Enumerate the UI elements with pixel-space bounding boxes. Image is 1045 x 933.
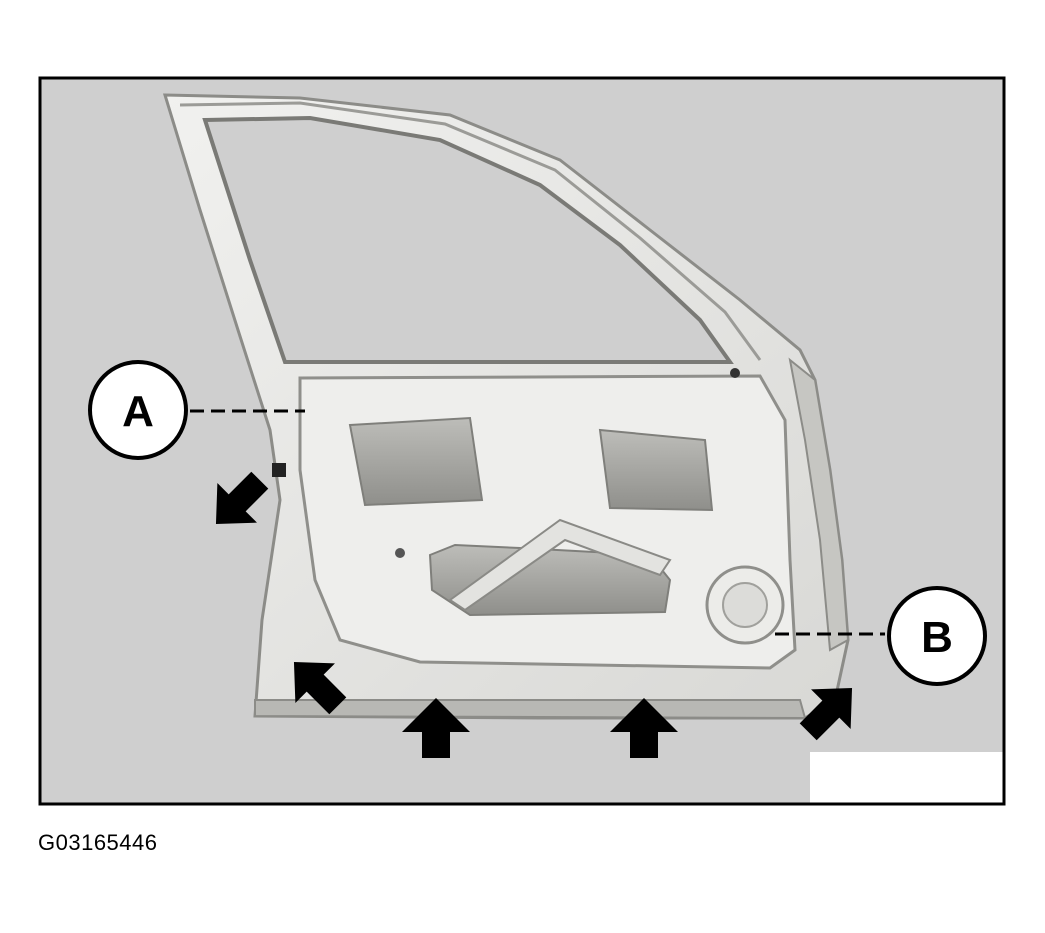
clip-marker (730, 368, 740, 378)
figure-code: G03165446 (38, 830, 158, 855)
callout-a-label: A (122, 387, 154, 436)
arrow-indicator-icon (799, 687, 853, 741)
white-corner (810, 752, 1004, 804)
diagram-frame (38, 76, 1006, 806)
regulator-rail (448, 518, 672, 612)
clip-marker (272, 463, 286, 477)
callout-b-label: B (921, 613, 953, 662)
clip-marker (395, 548, 405, 558)
callout-b: B (887, 586, 987, 686)
arrow-indicator-icon (610, 698, 678, 758)
hinge-strip (788, 357, 850, 652)
callout-circle-icon (887, 586, 987, 686)
arrow-indicator-icon (293, 661, 347, 715)
callout-circle-icon (88, 360, 188, 460)
door-sill (254, 699, 807, 720)
window-frame-edge (179, 101, 762, 361)
callout-a: A (88, 360, 188, 460)
window-opening (202, 115, 734, 364)
speaker-cone (722, 582, 768, 628)
lower-cavity (428, 543, 672, 617)
upper-right-cavity (598, 428, 714, 512)
arrow-indicator-icon (215, 471, 269, 525)
arrow-indicator-icon (402, 698, 470, 758)
upper-left-cavity (348, 416, 484, 507)
